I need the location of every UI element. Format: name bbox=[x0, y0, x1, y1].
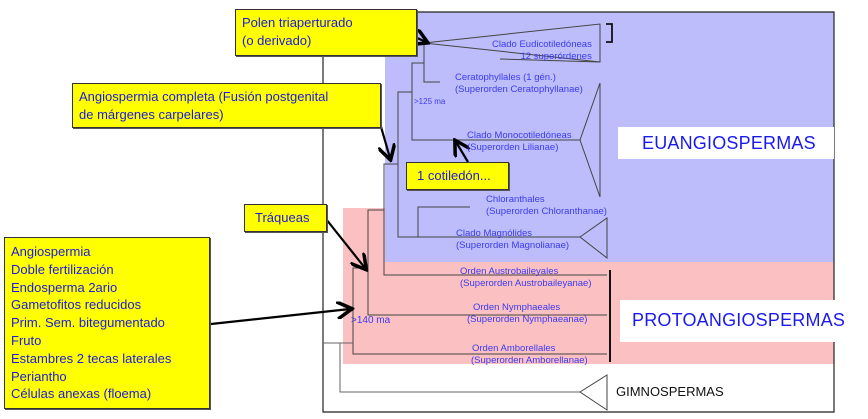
node-mesangio-stem bbox=[383, 163, 607, 276]
gimnospermas-label: GIMNOSPERMAS bbox=[616, 384, 724, 399]
arrow-angiospermia bbox=[210, 309, 350, 326]
gimnospermas-triangle bbox=[579, 374, 608, 411]
ceratophyllales-sub: (Superorden Ceratophyllanae) bbox=[455, 84, 583, 95]
protoangiospermas-label: PROTOANGIOSPERMAS bbox=[620, 300, 868, 342]
trait-item: Células anexas (floema) bbox=[11, 386, 152, 402]
nymphaeales-name: Orden Nymphaeales bbox=[473, 302, 561, 313]
euangiospermas-region-overlap bbox=[385, 208, 834, 262]
eudicot-sub: 12 superórdenes bbox=[520, 51, 592, 62]
chloranthales-label: Chloranthales (Superorden Chloranthanae) bbox=[486, 194, 607, 218]
magnoliids-name: Clado Magnólides bbox=[456, 228, 533, 239]
monocot-label: Clado Monocotiledóneas (Superorden Lilia… bbox=[467, 130, 572, 154]
callout-polen: Polen triaperturado (o derivado) bbox=[235, 9, 417, 56]
chloranthales-name: Chloranthales bbox=[486, 194, 545, 205]
monocot-sub: (Superorden Lilianae) bbox=[467, 142, 559, 153]
austrobaileyales-label: Orden Austrobaileyales (Superorden Austr… bbox=[460, 266, 592, 290]
trait-item: Periantho bbox=[11, 368, 67, 384]
eudicot-bracket bbox=[606, 23, 613, 43]
callout-traqueas: Tráqueas bbox=[244, 204, 327, 232]
callout-angiospermia-completa: Angiospermia completa (Fusión postgenita… bbox=[72, 83, 381, 128]
magnoliids-label: Clado Magnólides (Superorden Magnolianae… bbox=[456, 228, 569, 252]
trait-item: Endosperma 2ario bbox=[11, 279, 118, 295]
callout-cotiledon: 1 cotiledón... bbox=[406, 162, 509, 190]
austrobaileyales-sub: (Superorden Austrobaileyanae) bbox=[460, 278, 592, 289]
arrow-traqueas bbox=[325, 218, 365, 268]
amborellales-sub: (Superorden Amborellanae) bbox=[471, 355, 588, 366]
callout-angio-completa-line1: Angiospermia completa (Fusión postgenita… bbox=[79, 89, 329, 104]
nymphaeales-label: Orden Nymphaeales (Superorden Nymphaeana… bbox=[467, 302, 587, 326]
age-euangio-node: >125 ma bbox=[414, 97, 446, 106]
trait-item: Fruto bbox=[11, 332, 42, 348]
eudicot-triangle bbox=[423, 23, 601, 63]
nymphaeales-branch bbox=[367, 209, 607, 316]
callout-polen-line1: Polen triaperturado bbox=[242, 15, 353, 30]
callout-polen-line2: (o derivado) bbox=[242, 32, 312, 48]
callout-cotiledon-text: 1 cotiledón... bbox=[417, 168, 491, 183]
trait-item: Doble fertilización bbox=[11, 261, 114, 277]
ceratophyllales-branch bbox=[423, 43, 440, 83]
chloranthales-sub: (Superorden Chloranthanae) bbox=[486, 206, 607, 217]
callout-traqueas-text: Tráqueas bbox=[255, 210, 310, 225]
amborellales-label: Orden Amborellales (Superorden Amborella… bbox=[471, 343, 588, 367]
eudicot-label: Clado Eudicotiledóneas 12 superórdenes bbox=[492, 39, 592, 63]
euangiospermas-label: EUANGIOSPERMAS bbox=[618, 127, 834, 159]
amborellales-name: Orden Amborellales bbox=[472, 343, 556, 354]
magnoliid-triangle bbox=[579, 217, 608, 260]
trait-item: Angiospermia bbox=[11, 244, 91, 259]
frame-border bbox=[322, 11, 835, 413]
arrow-cotiledon bbox=[456, 142, 468, 163]
chloranthales-branch bbox=[417, 206, 470, 237]
trait-item: Estambres 2 tecas laterales bbox=[11, 350, 172, 366]
monocot-triangle bbox=[579, 82, 601, 198]
trait-item: Gametofitos reducidos bbox=[11, 297, 142, 313]
age-angio-node: >140 ma bbox=[351, 315, 391, 326]
ceratophyllales-label: Ceratophyllales (1 gén.) (Superorden Cer… bbox=[455, 72, 583, 96]
monocot-name: Clado Monocotiledóneas bbox=[467, 130, 572, 141]
gimnospermas-branch bbox=[339, 342, 580, 393]
nymphaeales-sub: (Superorden Nymphaeanae) bbox=[467, 314, 588, 325]
magnoliids-sub: (Superorden Magnolianae) bbox=[456, 240, 570, 251]
eudicot-name: Clado Eudicotiledóneas bbox=[492, 39, 592, 50]
austrobaileyales-name: Orden Austrobaileyales bbox=[460, 266, 559, 277]
callout-angio-completa-line2: de márgenes carpelares) bbox=[79, 106, 224, 122]
eudicot-strike bbox=[499, 58, 601, 63]
trait-item: Prim. Sem. bitegumentado bbox=[11, 315, 165, 331]
ceratophyllales-name: Ceratophyllales (1 gén.) bbox=[455, 72, 556, 83]
euangio-node-branch bbox=[411, 62, 580, 141]
callout-angiospermia-traits: Angiospermia Doble fertilización Endospe… bbox=[4, 237, 210, 409]
